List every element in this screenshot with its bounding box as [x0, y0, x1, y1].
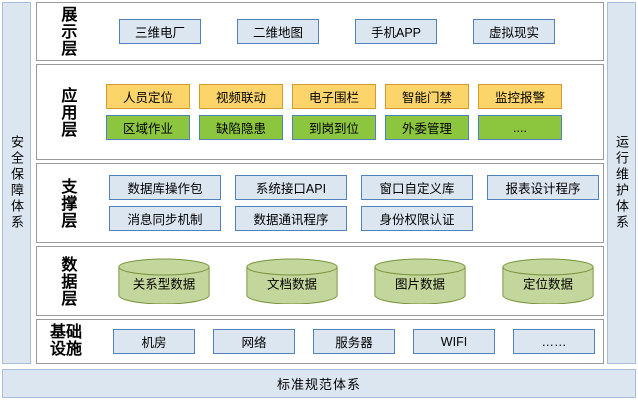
cylinder-label: 图片数据 [394, 277, 445, 292]
layer-body: 关系型数据 文档数据 图片数据 定位数据 [95, 247, 603, 315]
layer-row: 消息同步机制数据通讯程序身份权限认证 [101, 206, 599, 231]
layer-title-text: 基础设施 [49, 323, 82, 358]
node-box[interactable]: …… [513, 329, 595, 354]
layer-row: 人员定位视频联动电子围栏智能门禁监控报警 [101, 84, 597, 109]
layer-body: 人员定位视频联动电子围栏智能门禁监控报警区域作业缺陷隐患到岗到位外委管理.... [95, 65, 603, 159]
layer-panel: 基础设施 机房网络服务器 WIFI …… [36, 319, 604, 364]
node-box[interactable]: 窗口自定义库 [361, 175, 473, 200]
node-box[interactable]: 电子围栏 [292, 84, 376, 109]
node-box[interactable]: 三维电厂 [119, 19, 201, 44]
node-box[interactable]: .... [478, 115, 562, 140]
layer-row: 数据库操作包系统接口API 窗口自定义库报表设计程序 [101, 175, 599, 200]
left-rail-security-system: 安全保障体系 [2, 2, 31, 364]
node-box[interactable]: 二维地图 [237, 19, 319, 44]
layer-row: 机房网络服务器 WIFI …… [101, 329, 597, 354]
right-rail-ops-maintenance-system: 运行维护体系 [607, 2, 636, 364]
bottom-bar-standards-system: 标准规范体系 [2, 369, 636, 398]
layer-panel: 应用层人员定位视频联动电子围栏智能门禁监控报警区域作业缺陷隐患到岗到位外委管理.… [36, 64, 604, 160]
node-box[interactable]: 数据通讯程序 [235, 206, 347, 231]
node-box[interactable]: WIFI [413, 329, 495, 354]
data-store-cylinder[interactable]: 文档数据 [245, 257, 339, 305]
node-box[interactable]: 数据库操作包 [109, 175, 221, 200]
node-box[interactable]: 虚拟现实 [473, 19, 555, 44]
node-box[interactable]: 监控报警 [478, 84, 562, 109]
layer-title: 支撑层 [37, 164, 95, 242]
layer-panel: 展示层 三维电厂 二维地图 手机APP 虚拟现实 [36, 2, 604, 61]
node-box[interactable]: 视频联动 [199, 84, 283, 109]
layer-row: 关系型数据 文档数据 图片数据 定位数据 [101, 257, 597, 305]
node-box[interactable]: 外委管理 [385, 115, 469, 140]
right-rail-label: 运行维护体系 [614, 135, 629, 231]
node-box[interactable]: 消息同步机制 [109, 206, 221, 231]
cylinder-label: 文档数据 [266, 277, 317, 292]
cylinder-label: 定位数据 [522, 277, 573, 292]
layer-panel: 数据层 关系型数据 文档数据 图片数据 定位数据 [36, 246, 604, 316]
cylinder-icon [501, 258, 595, 304]
layer-body: 数据库操作包系统接口API 窗口自定义库报表设计程序消息同步机制数据通讯程序身份权… [95, 164, 605, 242]
layer-body: 三维电厂 二维地图 手机APP 虚拟现实 [95, 3, 603, 60]
data-store-cylinder[interactable]: 图片数据 [373, 257, 467, 305]
data-store-cylinder[interactable]: 定位数据 [501, 257, 595, 305]
bottom-bar-label: 标准规范体系 [276, 377, 361, 392]
node-box[interactable]: 人员定位 [106, 84, 190, 109]
node-box[interactable]: 报表设计程序 [487, 175, 599, 200]
cylinder-icon [117, 258, 211, 304]
node-box[interactable]: 缺陷隐患 [199, 115, 283, 140]
node-box[interactable]: 服务器 [313, 329, 395, 354]
layer-body: 机房网络服务器 WIFI …… [95, 320, 603, 363]
node-box[interactable]: 网络 [213, 329, 295, 354]
layer-title-text: 应用层 [58, 86, 76, 138]
node-box[interactable]: 身份权限认证 [361, 206, 473, 231]
cylinder-icon [373, 258, 467, 304]
layer-panel: 支撑层 数据库操作包系统接口API 窗口自定义库报表设计程序消息同步机制数据通讯程序… [36, 163, 604, 243]
left-rail-label: 安全保障体系 [9, 135, 24, 231]
layer-row: 区域作业缺陷隐患到岗到位外委管理.... [101, 115, 597, 140]
node-box[interactable]: 区域作业 [106, 115, 190, 140]
cylinder-label: 关系型数据 [132, 277, 196, 292]
layer-title-text: 支撑层 [58, 177, 76, 229]
node-box[interactable]: 到岗到位 [292, 115, 376, 140]
layer-title: 应用层 [37, 65, 95, 159]
node-box[interactable]: 手机APP [355, 19, 437, 44]
data-store-cylinder[interactable]: 关系型数据 [117, 257, 211, 305]
layer-title: 展示层 [37, 3, 95, 60]
cylinder-icon [245, 258, 339, 304]
layer-title-text: 数据层 [58, 255, 76, 307]
layer-title: 基础设施 [37, 320, 95, 363]
layer-row: 三维电厂 二维地图 手机APP 虚拟现实 [101, 19, 597, 44]
node-box[interactable]: 机房 [113, 329, 195, 354]
node-box[interactable]: 智能门禁 [385, 84, 469, 109]
layer-title-text: 展示层 [58, 6, 76, 57]
node-box[interactable]: 系统接口API [235, 175, 347, 200]
layer-title: 数据层 [37, 247, 95, 315]
